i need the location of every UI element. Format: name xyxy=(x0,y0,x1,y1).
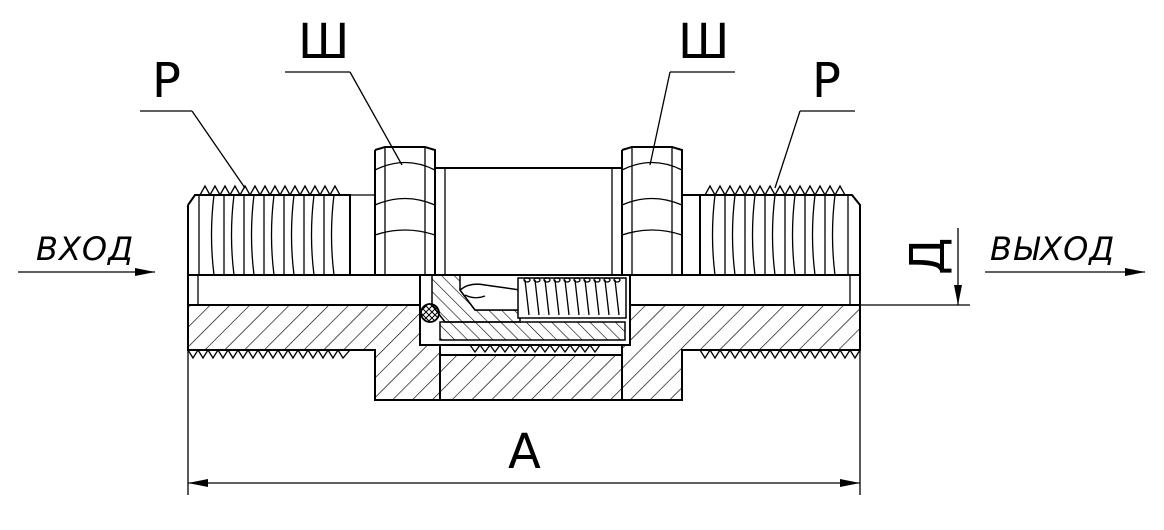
right-hex-external xyxy=(621,146,683,275)
middle-body-external xyxy=(435,167,622,276)
leader-lines xyxy=(140,71,855,189)
middle-body-section xyxy=(439,354,623,401)
o-ring xyxy=(420,303,440,323)
valve-mechanism xyxy=(419,274,631,346)
bore-label: Д xyxy=(900,238,956,276)
dimension-bore xyxy=(860,228,970,306)
left-hex-external xyxy=(374,146,436,275)
thread-label-left: Р xyxy=(152,53,181,109)
external-view xyxy=(187,146,861,305)
thread-label-right: Р xyxy=(812,53,841,109)
dimension-length xyxy=(187,350,861,495)
hex-label-left: Ш xyxy=(298,14,349,70)
left-thread-external xyxy=(187,184,375,305)
length-label: А xyxy=(508,424,541,480)
outlet-label: ВЫХОД xyxy=(990,230,1115,268)
hex-label-right: Ш xyxy=(678,14,729,70)
right-thread-external xyxy=(682,184,861,305)
inlet-label: ВХОД xyxy=(36,230,134,268)
sectional-view xyxy=(187,274,861,401)
spring xyxy=(523,277,621,316)
